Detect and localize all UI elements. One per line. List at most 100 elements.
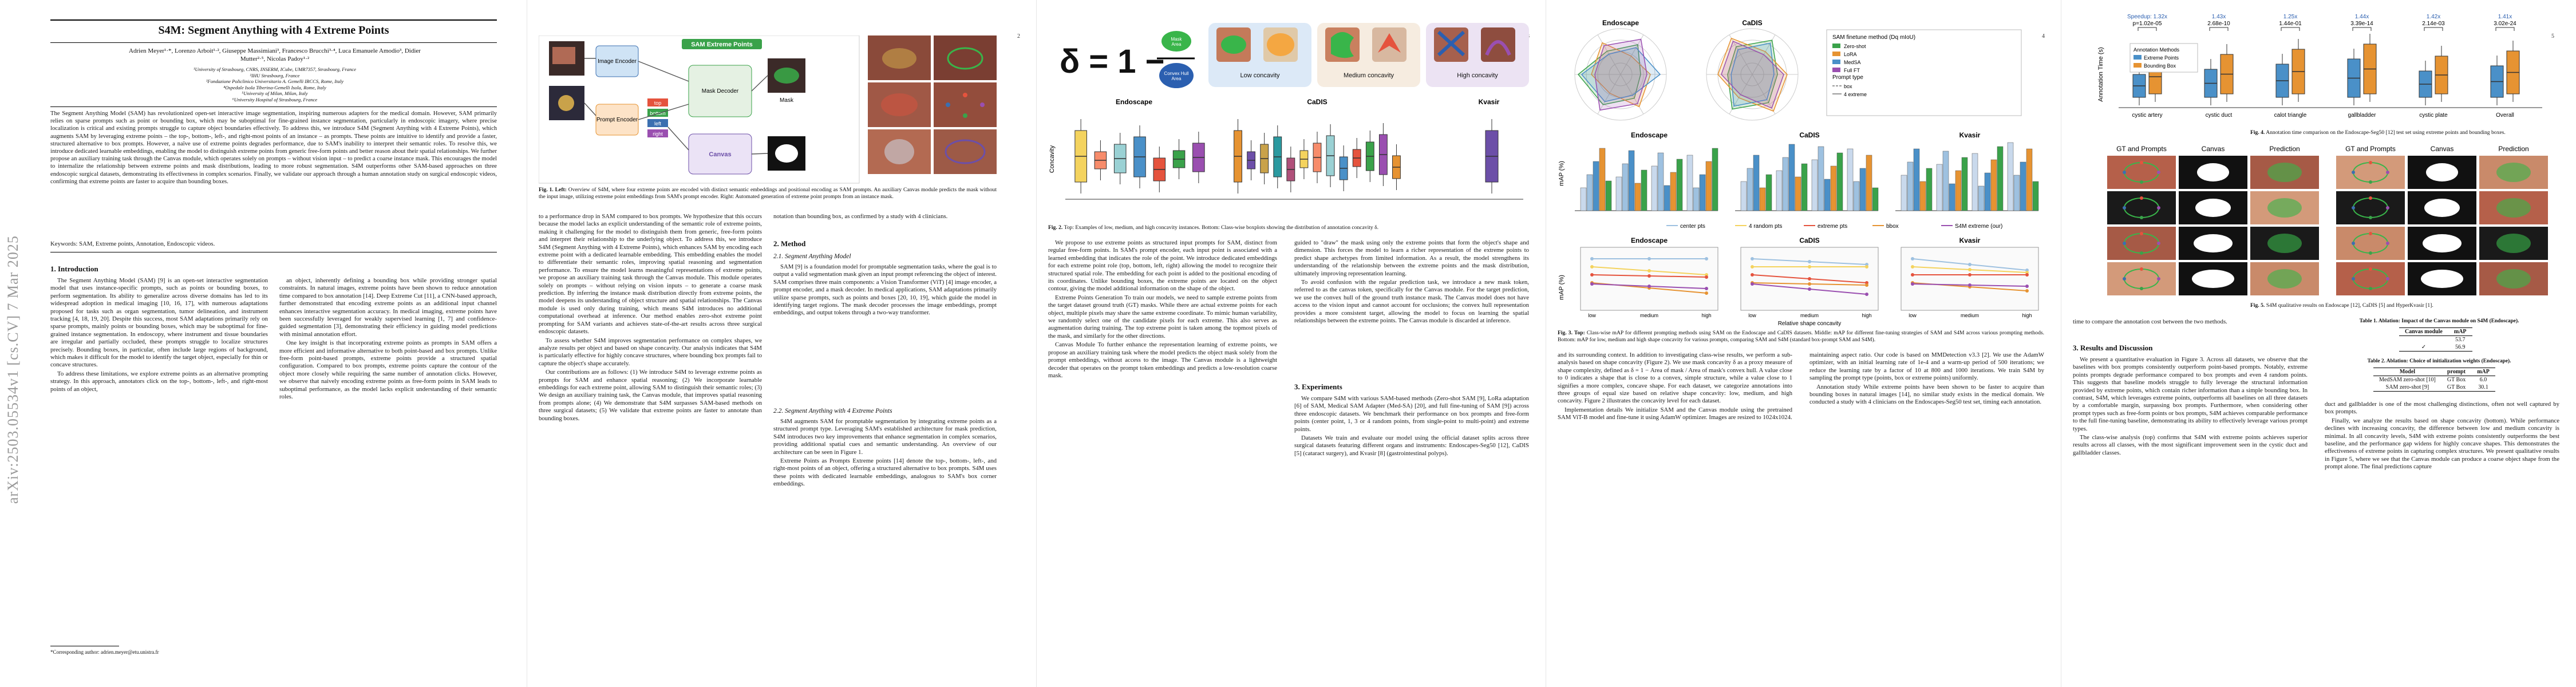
- bar: [1705, 161, 1712, 211]
- extreme-point: [2157, 242, 2160, 245]
- page5-right-column: duct and gallbladder is one of the most …: [2325, 401, 2559, 471]
- line-panel: [1901, 247, 2039, 311]
- line-point: [1968, 283, 1971, 287]
- extreme-point: [2140, 251, 2143, 255]
- figure-2-caption-label: Fig. 2.: [1048, 224, 1063, 231]
- speedup-label: 1.44x: [2355, 14, 2369, 20]
- extreme-point: [2369, 267, 2372, 271]
- figure-5-caption-label: Fig. 5.: [2250, 302, 2265, 309]
- line-point: [1751, 273, 1754, 277]
- line-xtick: high: [1862, 313, 1871, 318]
- extreme-point: [2140, 161, 2143, 164]
- extreme-point: [2140, 216, 2143, 219]
- grid-image: [2336, 191, 2405, 224]
- bar: [1936, 164, 1943, 211]
- bar-title-kvasir: Kvasir: [1959, 131, 1981, 139]
- bar: [1782, 157, 1789, 211]
- grid-header: Prediction: [2498, 145, 2528, 153]
- significance-bracket: [2352, 27, 2372, 31]
- bar: [1765, 174, 1772, 211]
- line-title-endoscape: Endoscape: [1631, 236, 1668, 244]
- table-2-head: Model: [2399, 369, 2416, 375]
- line-point: [1808, 287, 1811, 291]
- line-point: [1647, 274, 1651, 278]
- section-method: 2. Method: [773, 239, 806, 248]
- map-bar-charts: mAP (%) Endoscape CaDIS Kvasir: [1558, 131, 2044, 216]
- radar-spoke: [1729, 74, 1753, 114]
- page3-right-column-b: We compare S4M with various SAM-based me…: [1294, 395, 1529, 457]
- line-title-kvasir: Kvasir: [1959, 236, 1981, 244]
- annotation-legend-title: Annotation Methods: [2134, 47, 2180, 53]
- bar: [1978, 185, 1985, 211]
- grid-image: [2107, 227, 2176, 260]
- speedup-label: Speedup: 1.32x: [2127, 14, 2167, 20]
- bar-title-cadis: CaDIS: [1799, 131, 1819, 139]
- bar: [1580, 187, 1587, 211]
- category-label: cystic artery: [2132, 112, 2162, 119]
- category-label: Overall: [2496, 112, 2514, 119]
- line-point: [1968, 273, 1971, 277]
- prediction-mask: [2496, 234, 2531, 253]
- bar-glyphs: [1575, 142, 2039, 211]
- bar: [1942, 151, 1949, 211]
- line-point: [1808, 260, 1811, 263]
- line-point: [1865, 265, 1868, 269]
- bar: [1753, 155, 1760, 211]
- pvalue-label: 1.44e-01: [2279, 21, 2302, 27]
- delta-formula-lead: δ = 1 −: [1060, 43, 1165, 80]
- subsection-s4m: 2.2. Segment Anything with 4 Extreme Poi…: [773, 408, 892, 414]
- bar: [1664, 185, 1670, 211]
- top-embed: [647, 98, 668, 106]
- figure-1: Image Encoder Prompt Encoder top bottom …: [538, 35, 997, 184]
- figure-4-caption: Fig. 4. Annotation time comparison on th…: [2250, 129, 2548, 136]
- affiliation: ⁵University of Milan, Milan, Italy: [242, 90, 308, 97]
- extreme-point: [2140, 267, 2143, 271]
- prediction-mask: [2267, 269, 2302, 289]
- radar-prompt-title: Prompt type: [1832, 74, 1863, 81]
- extreme-point: [2352, 242, 2355, 245]
- low-concavity-label: Low concavity: [1240, 72, 1280, 79]
- grid-images: [2107, 156, 2548, 295]
- affiliation: ¹University of Strasbourg, CNRS, INSERM,…: [193, 66, 357, 72]
- pvalue-label: 2.14e-03: [2422, 21, 2445, 27]
- grid-header: Canvas: [2431, 145, 2454, 153]
- canvas-mask: [2424, 199, 2460, 217]
- line-point: [1590, 257, 1594, 260]
- grid-image: [2336, 262, 2405, 295]
- radar-legend-swatch: [1832, 60, 1840, 64]
- section-introduction: 1. Introduction: [50, 264, 98, 273]
- figure-3-caption: Fig. 3. Top: Class-wise mAP for differen…: [1558, 330, 2044, 343]
- bar: [2007, 142, 2014, 211]
- top-embed-label: top: [654, 100, 662, 106]
- bar: [1955, 170, 1962, 211]
- grid-header: Prediction: [2269, 145, 2300, 153]
- image-encoder-label: Image Encoder: [598, 58, 637, 65]
- boxplot-title-endoscape: Endoscape: [1116, 98, 1152, 106]
- category-label: calot triangle: [2274, 112, 2307, 119]
- bar: [1824, 179, 1831, 211]
- figure-1-caption: Fig. 1. Left: Overview of S4M, where fou…: [539, 187, 997, 200]
- extreme-point: [2157, 206, 2160, 210]
- radar-prompt-label: 4 extreme: [1844, 92, 1867, 97]
- pvalue-label: p=1.02e-05: [2133, 21, 2162, 27]
- figure-3-caption-label: Fig. 3. Top:: [1558, 330, 1585, 336]
- bar: [1971, 153, 1978, 211]
- radar-series: [1721, 40, 1784, 109]
- bar: [1811, 159, 1818, 211]
- extreme-point: [2386, 277, 2389, 281]
- table-row: 53.7: [2399, 336, 2472, 344]
- annotation-ylabel: Annotation Time (s): [2097, 47, 2104, 101]
- line-point: [1590, 273, 1594, 277]
- pvalue-label: 3.39e-14: [2350, 21, 2373, 27]
- bar: [1776, 170, 1783, 211]
- table-cell: [2399, 336, 2448, 344]
- page-1: S4M: Segment Anything with 4 Extreme Poi…: [23, 0, 521, 687]
- line-point: [1647, 285, 1651, 288]
- line-xtick: medium: [1961, 313, 1979, 318]
- legend-extreme-points: Extreme Points: [2144, 55, 2179, 61]
- affiliation: ³Fondazione Policlinico Universitario A.…: [206, 78, 344, 85]
- bar: [1866, 155, 1872, 211]
- page-3: 3 δ = 1 − Mask Area Convex Hull Area: [1036, 0, 1540, 687]
